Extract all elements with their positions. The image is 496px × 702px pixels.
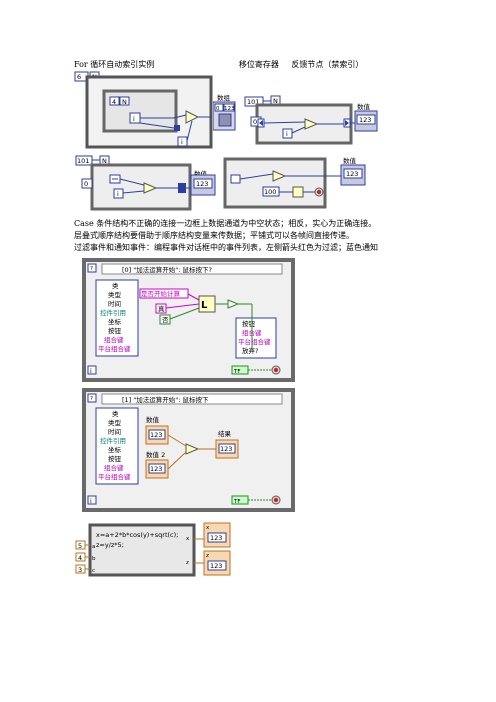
svg-text:N: N (273, 97, 278, 105)
svg-text:3: 3 (78, 566, 82, 574)
shift-register-indicator-label: 数值 (357, 102, 371, 111)
svg-text:b: b (92, 556, 96, 562)
svg-text:123: 123 (359, 116, 371, 124)
svg-text:坐标: 坐标 (108, 317, 122, 326)
event-frame-0: ? [0] "加法运算开始": 鼠标按下? 类 类型 时间 控件引用 坐标 按钮… (82, 258, 295, 382)
paragraph-sequence-structure: 层叠式顺序结构要借助于顺序结构变量来传数据；平铺式可以各帧间直接传递。 (74, 231, 354, 240)
svg-text:i: i (90, 367, 92, 375)
svg-text:0: 0 (84, 180, 88, 188)
svg-text:组合键: 组合键 (104, 463, 124, 472)
svg-text:TF: TF (233, 499, 241, 505)
shift-register-diagram: 101 N 0 i 数值 123 (244, 95, 378, 145)
svg-text:按钮: 按钮 (242, 319, 256, 328)
svg-text:N: N (122, 98, 127, 106)
svg-text:L: L (201, 300, 208, 311)
svg-text:i: i (181, 138, 183, 146)
title-feedback-node: 反馈节点（禁索引） (291, 60, 364, 69)
paragraph-event-structure: 过滤事件和通知事件：编程事件对话框中的事件列表，左侧箭头红色为过滤；蓝色通知 (74, 243, 378, 252)
svg-text:100: 100 (264, 188, 276, 196)
svg-text:z: z (206, 553, 209, 559)
for-loop-diagram: 6 N 4 N i i (74, 71, 213, 149)
paragraph-case-structure: Case 条件结构不正确的连接一边框上数据通道为中空状态；相反，实心为正确连接。 (74, 219, 377, 228)
event-0-selector: [0] "加法运算开始": 鼠标按下? (122, 265, 212, 274)
svg-text:z: z (186, 560, 189, 566)
svg-text:数值: 数值 (194, 169, 208, 178)
svg-text:101: 101 (247, 98, 259, 106)
svg-text:是否开始计算: 是否开始计算 (141, 289, 181, 298)
svg-text:i: i (133, 115, 135, 123)
svg-text:控件引用: 控件引用 (100, 308, 126, 317)
svg-text:组合键: 组合键 (104, 335, 124, 344)
formula-code-line-1: x=a+2*b*cos(y)+sqrt(c); (96, 531, 178, 539)
title-shift-register: 移位寄存器 (238, 60, 279, 69)
svg-text:数值: 数值 (343, 157, 357, 165)
const-n-outer: 6 (77, 73, 81, 81)
shift-register-diagram-2: 101 N 0 i 数值 (75, 155, 208, 211)
svg-text:TF: TF (233, 369, 241, 375)
svg-text:时间: 时间 (108, 427, 121, 436)
svg-text:i: i (117, 190, 119, 198)
svg-text:123: 123 (346, 170, 358, 178)
header-line: For 循环自动索引实例 移位寄存器 反馈节点（禁索引） (74, 60, 363, 70)
svg-text:123: 123 (150, 465, 162, 473)
array-indicator: 数组 0 123 (213, 93, 236, 131)
svg-text:数值: 数值 (146, 415, 160, 424)
svg-text:123: 123 (196, 180, 208, 188)
svg-text:坐标: 坐标 (108, 445, 122, 454)
formula-node-diagram: x=a+2*b*cos(y)+sqrt(c); z=y/z*5; 5 4 3 a… (75, 522, 231, 577)
feedback-node-diagram: 100 数值 123 (223, 157, 366, 209)
svg-text:0: 0 (216, 106, 220, 112)
formula-code-line-2: z=y/z*5; (96, 541, 124, 549)
svg-text:数值 2: 数值 2 (146, 450, 165, 459)
svg-text:4: 4 (112, 98, 116, 106)
array-indicator-label: 数组 (217, 93, 231, 102)
svg-text:类型: 类型 (108, 290, 122, 299)
svg-text:i: i (90, 497, 92, 505)
svg-text:x: x (206, 525, 210, 531)
svg-text:123: 123 (224, 106, 235, 112)
svg-text:控件引用: 控件引用 (100, 436, 126, 445)
svg-text:类: 类 (112, 409, 119, 418)
svg-text:5: 5 (78, 542, 82, 550)
svg-text:放弃?: 放弃? (242, 346, 258, 355)
svg-text:4: 4 (78, 554, 82, 562)
svg-text:101: 101 (77, 157, 89, 165)
event-1-selector: [1] "加法运算开始": 鼠标按下 (122, 395, 209, 404)
svg-text:a: a (92, 544, 95, 550)
title-for-loop: For 循环自动索引实例 (74, 60, 155, 69)
svg-text:123: 123 (210, 534, 222, 542)
svg-text:平台组合键: 平台组合键 (98, 472, 131, 481)
svg-text:x: x (186, 536, 190, 542)
svg-text:类: 类 (112, 281, 119, 290)
svg-text:按钮: 按钮 (108, 454, 122, 463)
svg-text:否: 否 (162, 316, 169, 324)
svg-text:平台组合键: 平台组合键 (98, 344, 131, 353)
svg-text:c: c (92, 568, 95, 574)
shift-register-2-indicator: 123 (190, 174, 216, 196)
svg-text:?: ? (90, 266, 93, 272)
svg-text:i: i (286, 130, 288, 138)
svg-text:时间: 时间 (108, 299, 121, 308)
event-frame-1: ? [1] "加法运算开始": 鼠标按下 类 类型 时间 控件引用 坐标 按钮 … (82, 388, 295, 512)
svg-text:123: 123 (210, 562, 222, 570)
svg-text:结果: 结果 (218, 429, 232, 438)
svg-text:0: 0 (253, 118, 257, 126)
svg-text:平台组合键: 平台组合键 (238, 337, 271, 346)
svg-text:按钮: 按钮 (108, 326, 122, 335)
svg-text:123: 123 (150, 431, 162, 439)
svg-text:N: N (102, 157, 107, 165)
svg-text:类型: 类型 (108, 418, 122, 427)
svg-text:123: 123 (220, 445, 232, 453)
svg-text:?: ? (90, 396, 93, 402)
svg-text:真: 真 (158, 304, 165, 313)
